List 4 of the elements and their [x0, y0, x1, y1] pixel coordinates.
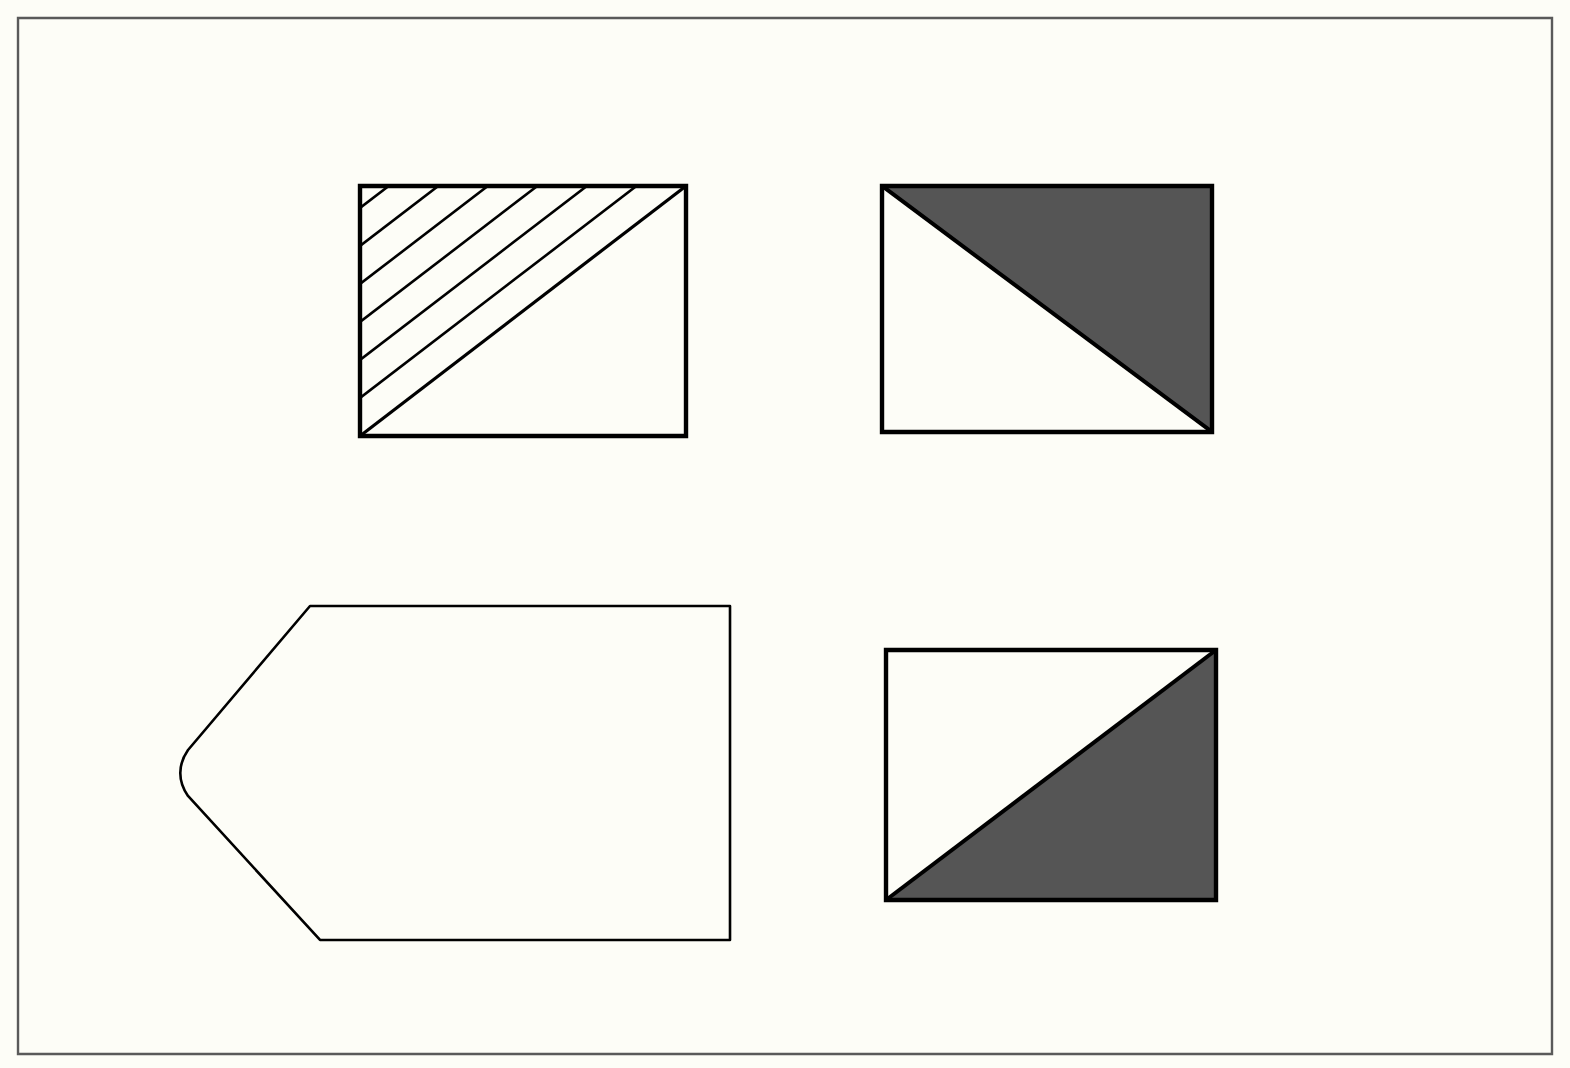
tag-shape: [179, 604, 732, 942]
rectangle: [879, 183, 1215, 435]
rectangle: [883, 647, 1219, 903]
rectangle: [357, 183, 689, 439]
